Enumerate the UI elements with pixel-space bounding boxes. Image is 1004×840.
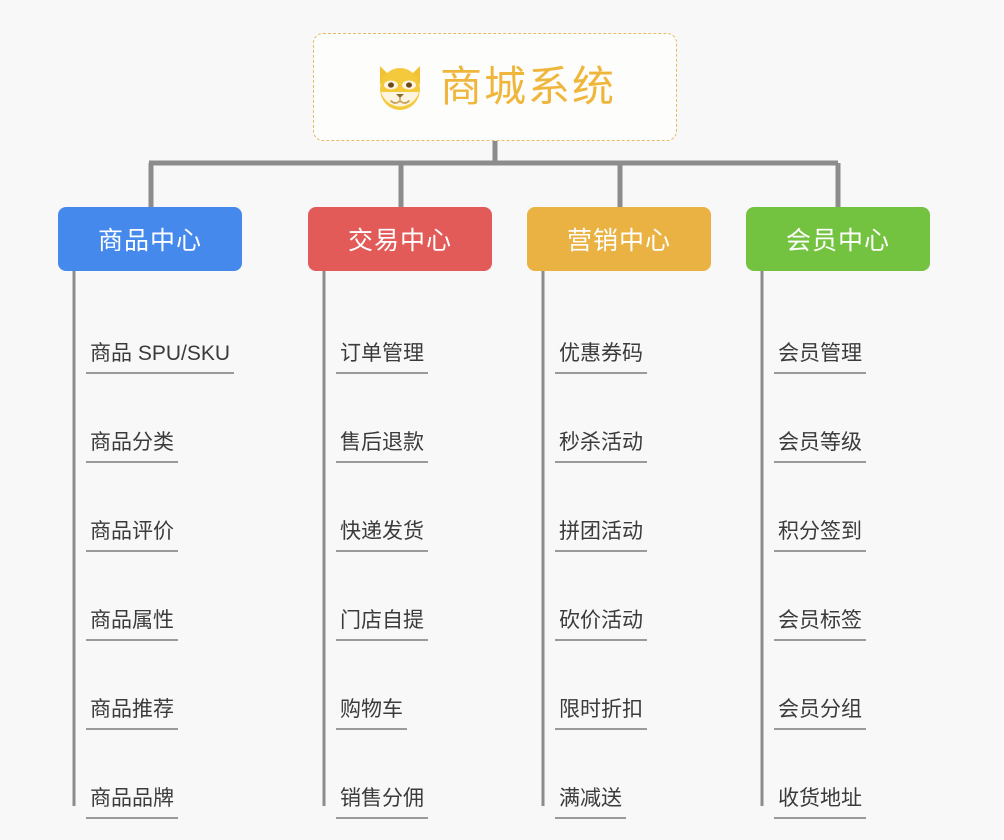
leaf-item[interactable]: 优惠券码 <box>527 285 711 374</box>
category-header-2[interactable]: 营销中心 <box>527 207 711 271</box>
leaf-item[interactable]: 商品推荐 <box>58 641 242 730</box>
leaf-list-0: 商品 SPU/SKU 商品分类 商品评价 商品属性 商品推荐 商品品牌 <box>58 271 242 819</box>
leaf-label: 商品推荐 <box>86 698 178 730</box>
leaf-item[interactable]: 售后退款 <box>308 374 492 463</box>
shiba-dog-icon <box>374 62 426 112</box>
category-header-label: 会员中心 <box>785 227 890 255</box>
leaf-item[interactable]: 会员管理 <box>746 285 930 374</box>
category-header-1[interactable]: 交易中心 <box>308 207 492 271</box>
leaf-item[interactable]: 会员等级 <box>746 374 930 463</box>
leaf-label: 销售分佣 <box>336 787 428 819</box>
leaf-item[interactable]: 积分签到 <box>746 463 930 552</box>
category-header-label: 交易中心 <box>347 227 452 255</box>
leaf-item[interactable]: 商品品牌 <box>58 730 242 819</box>
leaf-label: 限时折扣 <box>555 698 647 730</box>
leaf-item[interactable]: 商品分类 <box>58 374 242 463</box>
category-header-label: 商品中心 <box>97 227 202 255</box>
leaf-label: 会员等级 <box>774 431 866 463</box>
leaf-label: 收货地址 <box>774 787 866 819</box>
leaf-label: 购物车 <box>336 698 407 730</box>
leaf-label: 商品评价 <box>86 520 178 552</box>
category-column-1: 交易中心 订单管理 售后退款 快递发货 门店自提 购物车 销售分佣 <box>308 207 492 819</box>
leaf-label: 会员管理 <box>774 342 866 374</box>
leaf-list-2: 优惠券码 秒杀活动 拼团活动 砍价活动 限时折扣 满减送 <box>527 271 711 819</box>
leaf-label: 商品分类 <box>86 431 178 463</box>
leaf-label: 商品属性 <box>86 609 178 641</box>
category-column-0: 商品中心 商品 SPU/SKU 商品分类 商品评价 商品属性 商品推荐 商品品牌 <box>58 207 242 819</box>
leaf-label: 商品 SPU/SKU <box>86 342 235 374</box>
leaf-label: 快递发货 <box>336 520 428 552</box>
root-node[interactable]: 商城系统 <box>313 33 677 141</box>
leaf-item[interactable]: 砍价活动 <box>527 552 711 641</box>
category-column-2: 营销中心 优惠券码 秒杀活动 拼团活动 砍价活动 限时折扣 满减送 <box>527 207 711 819</box>
leaf-item[interactable]: 商品 SPU/SKU <box>58 285 242 374</box>
leaf-label: 会员分组 <box>774 698 866 730</box>
leaf-label: 门店自提 <box>336 609 428 641</box>
leaf-item[interactable]: 收货地址 <box>746 730 930 819</box>
leaf-label: 商品品牌 <box>86 787 178 819</box>
leaf-item[interactable]: 商品评价 <box>58 463 242 552</box>
leaf-label: 秒杀活动 <box>555 431 647 463</box>
leaf-item[interactable]: 会员标签 <box>746 552 930 641</box>
leaf-label: 优惠券码 <box>555 342 647 374</box>
leaf-item[interactable]: 订单管理 <box>308 285 492 374</box>
leaf-label: 拼团活动 <box>555 520 647 552</box>
leaf-item[interactable]: 满减送 <box>527 730 711 819</box>
leaf-label: 积分签到 <box>774 520 866 552</box>
leaf-list-1: 订单管理 售后退款 快递发货 门店自提 购物车 销售分佣 <box>308 271 492 819</box>
leaf-item[interactable]: 限时折扣 <box>527 641 711 730</box>
root-title: 商城系统 <box>439 63 616 110</box>
leaf-label: 售后退款 <box>336 431 428 463</box>
category-header-label: 营销中心 <box>566 227 671 255</box>
leaf-list-3: 会员管理 会员等级 积分签到 会员标签 会员分组 收货地址 <box>746 271 930 819</box>
leaf-item[interactable]: 拼团活动 <box>527 463 711 552</box>
leaf-item[interactable]: 快递发货 <box>308 463 492 552</box>
leaf-item[interactable]: 秒杀活动 <box>527 374 711 463</box>
leaf-item[interactable]: 门店自提 <box>308 552 492 641</box>
leaf-item[interactable]: 会员分组 <box>746 641 930 730</box>
leaf-item[interactable]: 商品属性 <box>58 552 242 641</box>
leaf-label: 满减送 <box>555 787 626 819</box>
category-column-3: 会员中心 会员管理 会员等级 积分签到 会员标签 会员分组 收货地址 <box>746 207 930 819</box>
leaf-label: 会员标签 <box>774 609 866 641</box>
leaf-item[interactable]: 购物车 <box>308 641 492 730</box>
category-header-3[interactable]: 会员中心 <box>746 207 930 271</box>
category-header-0[interactable]: 商品中心 <box>58 207 242 271</box>
leaf-label: 订单管理 <box>336 342 428 374</box>
leaf-item[interactable]: 销售分佣 <box>308 730 492 819</box>
leaf-label: 砍价活动 <box>555 609 647 641</box>
